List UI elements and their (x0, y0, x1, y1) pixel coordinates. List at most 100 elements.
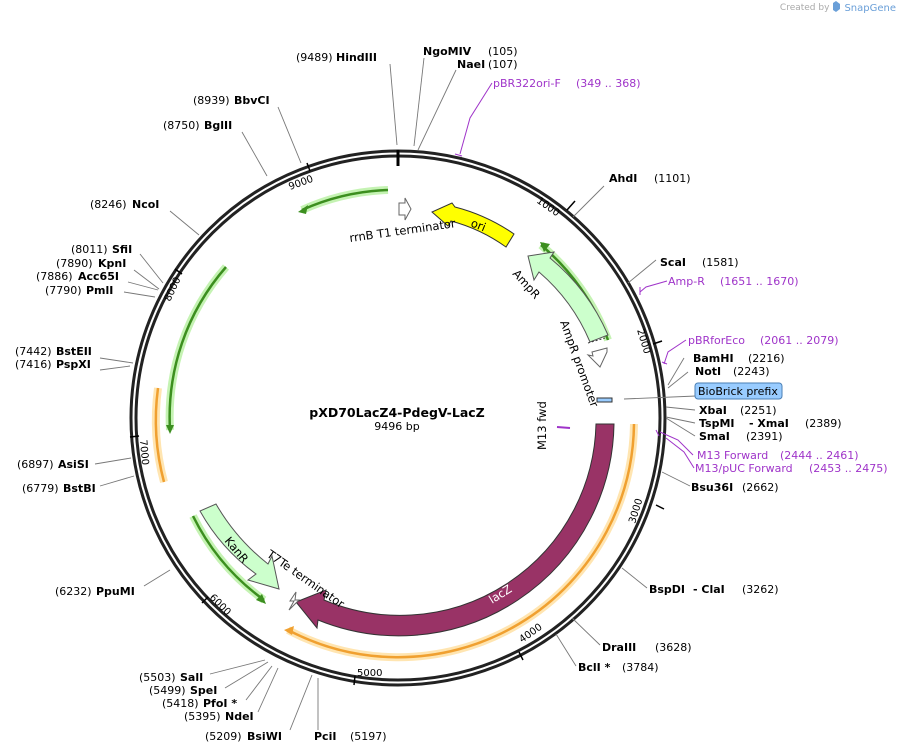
primer-pbrforeco-name: pBRforEco (688, 334, 745, 347)
site-ngomiv-name: NgoMIV (423, 45, 472, 58)
site-tspmi-name: TspMI (699, 417, 735, 430)
site-bbvci-name: BbvCI (234, 94, 270, 107)
site-spei-pos: (5499) (149, 684, 186, 697)
site-smai-name: SmaI (699, 430, 730, 443)
snapgene-credit: Created by SnapGene (780, 1, 896, 15)
site-bbvci-pos: (8939) (193, 94, 230, 107)
site-xbai-pos: (2251) (740, 404, 777, 417)
site-sali-pos: (5503) (139, 671, 176, 684)
primer-leaders (454, 82, 695, 469)
site-bsu36i-pos: (2662) (742, 481, 779, 494)
site-bamhi-name: BamHI (693, 352, 734, 365)
site-pfoi-pos: (5418) (162, 697, 199, 710)
site-bcli-pos: (3784) (622, 661, 659, 674)
ampr-feature (527, 251, 609, 343)
primer-m13puc-range: (2453 .. 2475) (809, 462, 888, 475)
site-pcii-name: PciI (314, 730, 336, 743)
rrnb-label: rrnB T1 terminator (348, 216, 456, 245)
site-xmai-name: - XmaI (749, 417, 789, 430)
primer-labels: pBR322ori-F (349 .. 368) Amp-R (1651 .. … (493, 77, 888, 475)
site-bsu36i-name: Bsu36I (691, 481, 733, 494)
site-bglii-name: BglII (204, 119, 232, 132)
site-ndei-name: NdeI (225, 710, 254, 723)
site-ppumi-name: PpuMI (96, 585, 135, 598)
snapgene-logo-icon (832, 1, 841, 15)
t7te-feature (288, 591, 301, 611)
plasmid-name: pXD70LacZ4-PdegV-LacZ (309, 405, 484, 420)
site-scai-pos: (1581) (702, 256, 739, 269)
site-sfii-pos: (8011) (71, 243, 108, 256)
site-ngomiv-pos: (105) (488, 45, 518, 58)
primer-ampr-range: (1651 .. 1670) (720, 275, 799, 288)
site-naei-pos: (107) (488, 58, 518, 71)
site-tspmi-pos: (2389) (805, 417, 842, 430)
site-bglii-pos: (8750) (163, 119, 200, 132)
primer-pbr322orif-range: (349 .. 368) (576, 77, 641, 90)
site-pspxi-pos: (7416) (15, 358, 52, 371)
tick-label-1000: 1000 (534, 195, 561, 219)
site-pcii-pos: (5197) (350, 730, 387, 743)
site-bamhi-pos: (2216) (748, 352, 785, 365)
tick-label-5000: 5000 (357, 668, 382, 679)
site-noti-pos: (2243) (733, 365, 770, 378)
tick-label-9000: 9000 (287, 174, 315, 193)
site-labels: (9489) HindIII NgoMIV (105) NaeI (107) (… (15, 45, 842, 743)
site-pfoi-name: PfoI * (203, 697, 237, 710)
site-asisi-pos: (6897) (17, 458, 54, 471)
site-bcli-name: BclI * (578, 661, 611, 674)
tick-marks (129, 162, 665, 686)
leader-lines (94, 57, 697, 731)
biobrick-feature (596, 397, 613, 403)
site-kpni-name: KpnI (98, 257, 126, 270)
site-ppumi-pos: (6232) (55, 585, 92, 598)
m13fwd-feature (556, 426, 571, 429)
site-bsiwi-pos: (5209) (205, 730, 242, 743)
site-acc65i-name: Acc65I (78, 270, 119, 283)
biobrick-label-box (694, 382, 783, 400)
site-draiii-name: DraIII (602, 641, 636, 654)
site-xbai-name: XbaI (699, 404, 727, 417)
kanr-feature (199, 503, 280, 590)
site-bstbi-name: BstBI (63, 482, 96, 495)
lacz-feature (295, 423, 615, 637)
primer-ampr-name: Amp-R (668, 275, 705, 288)
primer-pbrforeco-range: (2061 .. 2079) (760, 334, 839, 347)
site-ahdi-pos: (1101) (654, 172, 691, 185)
site-sali-name: SalI (180, 671, 203, 684)
site-pmli-name: PmlI (86, 284, 113, 297)
primer-m13puc-name: M13/pUC Forward (695, 462, 793, 475)
biobrick-label: BioBrick prefix (698, 385, 778, 398)
site-ncoi-pos: (8246) (90, 198, 127, 211)
credit-prefix: Created by (779, 3, 830, 13)
credit-brand: SnapGene (844, 2, 896, 14)
site-ncoi-name: NcoI (132, 198, 159, 211)
site-acc65i-pos: (7886) (36, 270, 73, 283)
m13fwd-label: M13 fwd (535, 401, 549, 450)
ori-feature (431, 202, 515, 248)
site-bspdi-name: BspDI (649, 583, 685, 596)
site-bspdi-pos: (3262) (742, 583, 779, 596)
primer-m13forward-range: (2444 .. 2461) (780, 449, 859, 462)
site-clai-name: - ClaI (693, 583, 725, 596)
tick-label-7000: 7000 (137, 439, 150, 465)
site-bsiwi-name: BsiWI (247, 730, 282, 743)
site-pmli-pos: (7790) (45, 284, 82, 297)
site-bstbi-pos: (6779) (22, 482, 59, 495)
plasmid-length: 9496 bp (374, 420, 419, 433)
primer-pbr322orif-name: pBR322ori-F (493, 77, 561, 90)
site-ahdi-name: AhdI (609, 172, 637, 185)
primer-m13forward-name: M13 Forward (697, 449, 768, 462)
site-ndei-pos: (5395) (184, 710, 221, 723)
tick-label-6000: 6000 (207, 592, 233, 618)
site-bsteii-pos: (7442) (15, 345, 52, 358)
site-draiii-pos: (3628) (655, 641, 692, 654)
site-asisi-name: AsiSI (58, 458, 89, 471)
site-bsteii-name: BstEII (56, 345, 92, 358)
site-sfii-name: SfiI (112, 243, 132, 256)
rrnb-feature (398, 197, 412, 221)
site-noti-name: NotI (695, 365, 721, 378)
site-pspxi-name: PspXI (56, 358, 91, 371)
site-hindiii-name: HindIII (336, 51, 377, 64)
ampr-promoter-feature (586, 347, 608, 368)
